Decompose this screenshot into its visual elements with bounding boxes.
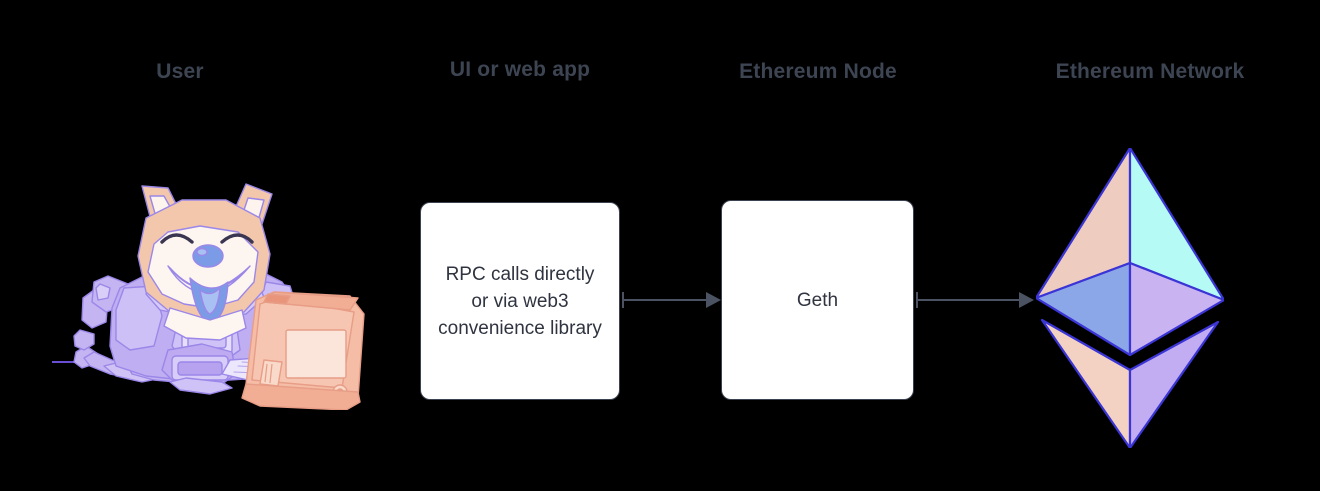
doge-at-computer-illustration [50, 170, 370, 411]
arrow-head-icon [1019, 292, 1034, 308]
arrow-webapp-to-node [622, 290, 721, 310]
arrow-shaft [622, 299, 708, 301]
ethereum-node-box[interactable]: Geth [721, 200, 914, 400]
column-title-user: User [156, 60, 204, 83]
web-app-box-label: RPC calls directly or via web3 convenien… [438, 263, 602, 339]
column-title-ethereum-node: Ethereum Node [739, 60, 897, 83]
arrow-shaft [916, 299, 1021, 301]
arrow-node-to-network [916, 290, 1036, 310]
column-title-ui-or-web-app: UI or web app [449, 58, 591, 81]
column-title-ethereum-network: Ethereum Network [1055, 60, 1245, 83]
arrow-head-icon [706, 292, 721, 308]
ethereum-diamond-logo [1034, 146, 1226, 450]
ethereum-node-box-label: Geth [796, 289, 839, 311]
web-app-box[interactable]: RPC calls directly or via web3 convenien… [420, 202, 620, 400]
